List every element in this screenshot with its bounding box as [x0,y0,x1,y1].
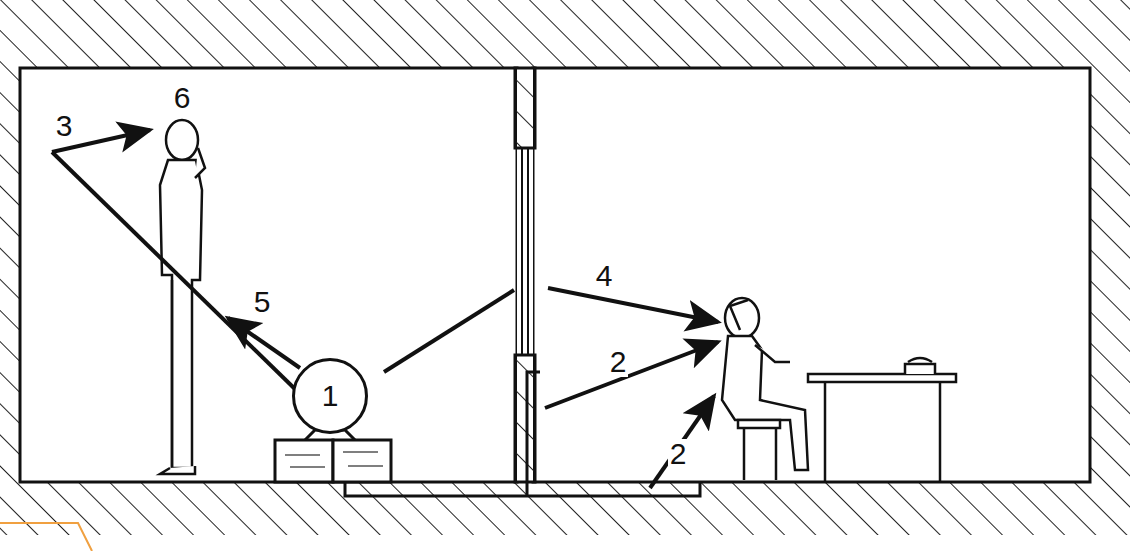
table [808,358,956,482]
callout-number: 1 [322,381,339,411]
left-room [20,68,517,482]
partition [521,148,523,355]
callout-number: 3 [54,111,75,141]
machine-circle: 1 [292,358,368,434]
pipe [345,482,700,496]
machine-base [275,440,333,482]
corner-mark [0,523,92,551]
telephone [905,364,935,374]
seated-person [722,298,808,480]
callout-number: 2 [668,439,689,469]
wall-block-top [515,68,535,148]
wall-block-bottom [515,355,535,482]
callout-number: 2 [608,347,629,377]
sound-paths [52,130,718,488]
right-room [533,68,1090,482]
callout-number: 6 [172,83,193,113]
callout-number: 4 [594,261,615,291]
callout-number: 5 [252,287,273,317]
wall-hatch [0,0,1130,535]
